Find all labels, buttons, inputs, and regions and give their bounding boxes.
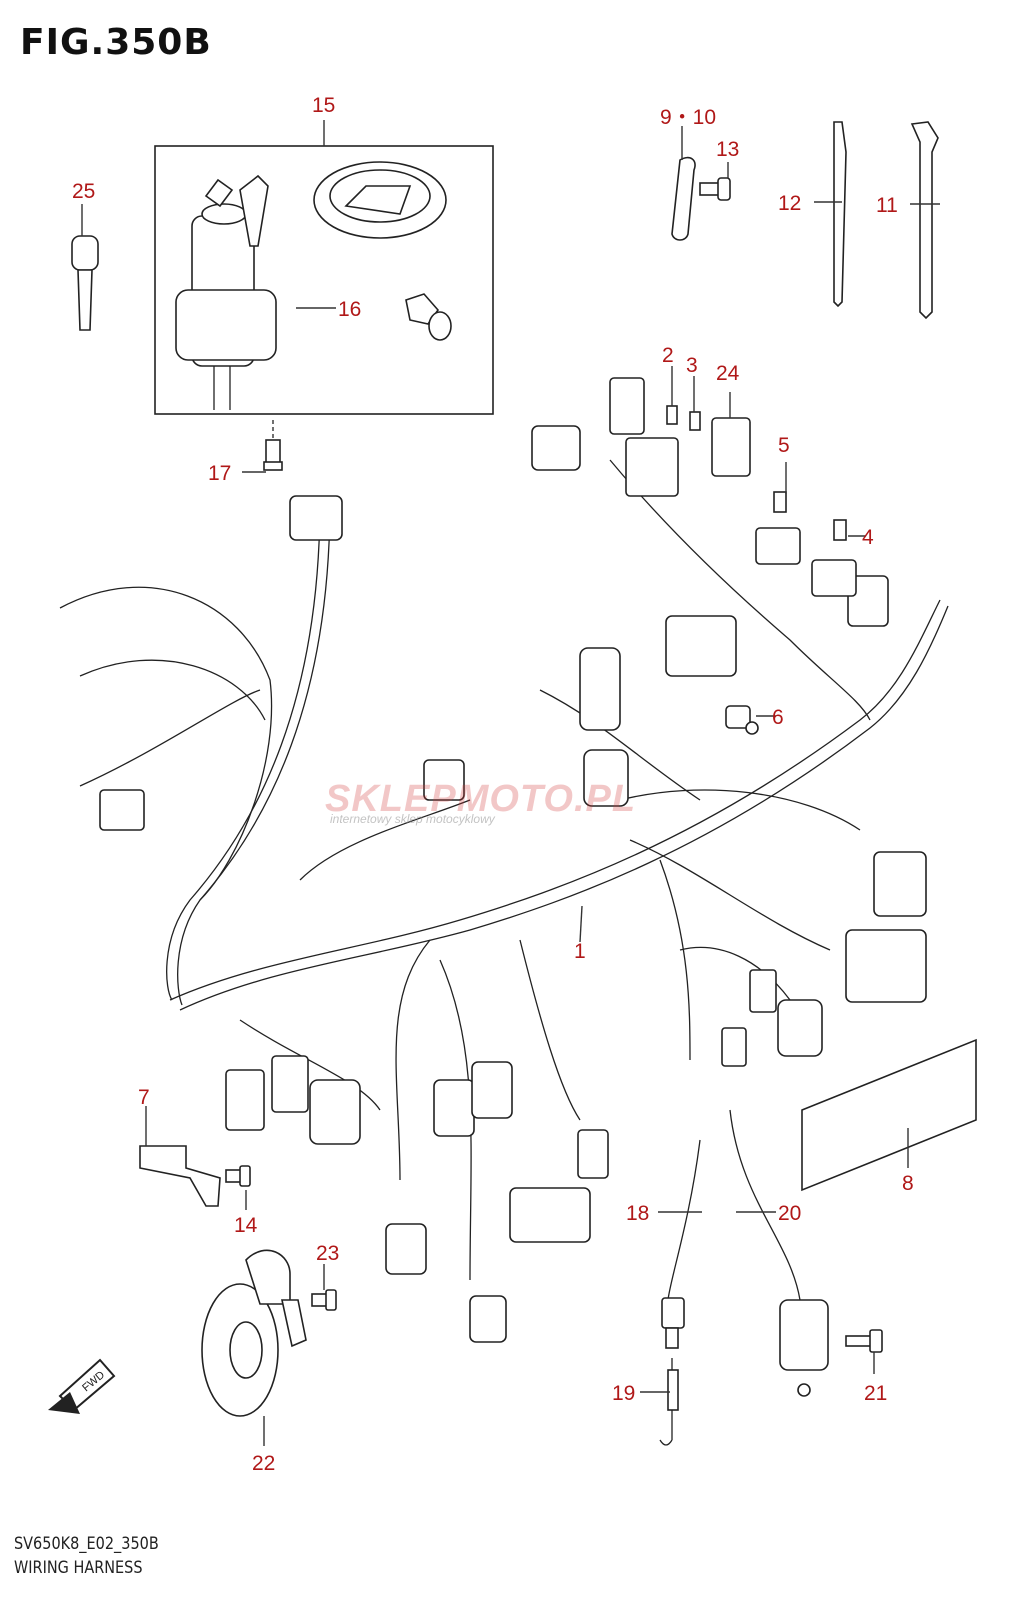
connector <box>471 1061 513 1119</box>
callout-13: 13 <box>716 138 739 161</box>
horn <box>201 1249 307 1417</box>
callout-3: 3 <box>686 354 698 377</box>
callout-25: 25 <box>72 180 95 203</box>
bolt <box>263 420 283 471</box>
connector <box>579 647 621 731</box>
connector <box>433 1079 475 1137</box>
connector <box>749 969 777 1013</box>
callout-18: 18 <box>626 1202 649 1225</box>
connector <box>625 437 679 497</box>
fuse-box <box>755 527 801 565</box>
fwd-arrow: FWD <box>48 1358 116 1414</box>
cable-tie-anchor <box>910 121 939 320</box>
callout-2: 2 <box>662 344 674 367</box>
bolt <box>225 1165 251 1187</box>
connector <box>609 377 645 435</box>
figure-title: FIG.350B <box>20 22 212 63</box>
callout-9-10: 9・10 <box>660 106 716 129</box>
connector <box>721 1027 747 1067</box>
watermark-brand: SKLEPMOTO.PL <box>325 778 637 820</box>
neutral-switch <box>659 1139 701 1446</box>
fuse <box>689 411 701 431</box>
bracket <box>139 1145 221 1207</box>
connector <box>289 495 343 541</box>
seat-lock <box>405 293 452 341</box>
callout-1: 1 <box>574 940 586 963</box>
connector <box>309 1079 361 1145</box>
wire-clip <box>725 705 759 735</box>
model-code: SV650K8_E02_350B <box>14 1534 159 1554</box>
callout-6: 6 <box>772 706 784 729</box>
fuse <box>833 519 847 541</box>
fuse-box <box>811 559 857 597</box>
connector <box>423 759 465 801</box>
fuse <box>666 405 678 425</box>
callout-24: 24 <box>716 362 740 385</box>
connector <box>531 425 581 471</box>
callout-21: 21 <box>864 1382 887 1405</box>
callout-5: 5 <box>778 434 790 457</box>
connector <box>99 789 145 831</box>
callout-12: 12 <box>778 192 801 215</box>
connector <box>665 615 737 677</box>
relay <box>711 417 751 477</box>
watermark-tagline: internetowy sklep motocyklowy <box>330 812 495 826</box>
cable-clamp <box>671 156 696 241</box>
callout-19: 19 <box>612 1382 635 1405</box>
connector <box>577 1129 609 1179</box>
bolt <box>845 1329 883 1353</box>
callout-22: 22 <box>252 1452 275 1475</box>
connector <box>385 1223 427 1275</box>
connector <box>225 1069 265 1131</box>
ignition-switch <box>175 174 277 410</box>
callout-11: 11 <box>876 194 898 217</box>
connector <box>873 851 927 917</box>
connector <box>469 1295 507 1343</box>
connector <box>847 575 889 627</box>
fuse <box>773 491 787 513</box>
connector <box>583 749 629 807</box>
callout-4: 4 <box>862 526 874 549</box>
callout-16: 16 <box>338 298 361 321</box>
fuel-cap <box>313 161 447 239</box>
callout-14: 14 <box>234 1214 258 1237</box>
connector <box>845 929 927 1003</box>
main-harness <box>59 459 949 1281</box>
sidestand-switch <box>729 1109 829 1397</box>
callout-23: 23 <box>316 1242 339 1265</box>
cable-tie-long <box>833 121 847 308</box>
connector <box>271 1055 309 1113</box>
callout-17: 17 <box>208 462 231 485</box>
callout-7: 7 <box>138 1086 150 1109</box>
callout-20: 20 <box>778 1202 801 1225</box>
label-plate <box>801 1038 977 1192</box>
callout-15: 15 <box>312 94 335 117</box>
figure-caption: WIRING HARNESS <box>14 1558 143 1578</box>
key <box>71 235 99 331</box>
bolt <box>311 1289 337 1311</box>
connector <box>509 1187 591 1243</box>
connector <box>777 999 823 1057</box>
screw <box>699 177 731 201</box>
callout-8: 8 <box>902 1172 914 1195</box>
